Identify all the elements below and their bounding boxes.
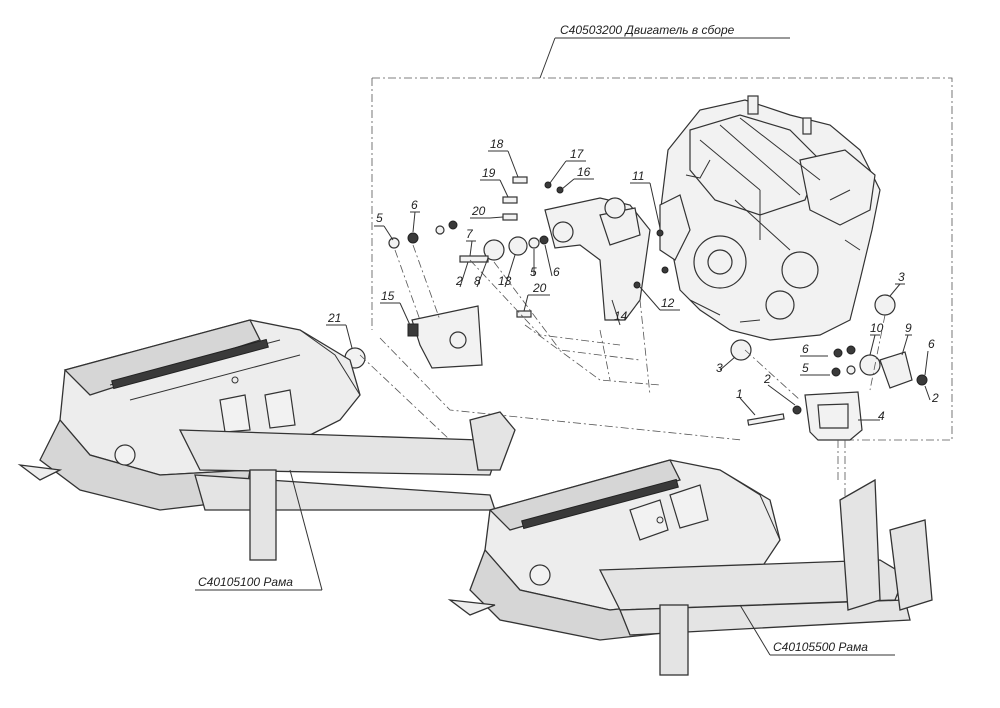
- frame-right-caption: C40105500 Рама: [739, 604, 895, 656]
- callout-2a: 2: [455, 261, 469, 288]
- left-mount-plate: [407, 305, 483, 369]
- svg-text:1: 1: [736, 387, 743, 401]
- callout-5b: 5: [530, 249, 537, 279]
- svg-text:9: 9: [905, 321, 912, 335]
- svg-text:8: 8: [474, 274, 481, 288]
- svg-text:6: 6: [802, 342, 809, 356]
- svg-text:20: 20: [532, 281, 547, 295]
- callout-6a: 6: [410, 198, 420, 233]
- svg-text:17: 17: [570, 147, 585, 161]
- callout-6b: 6: [544, 244, 560, 279]
- svg-text:2: 2: [931, 391, 939, 405]
- svg-text:16: 16: [577, 165, 591, 179]
- callout-21: 21: [326, 311, 353, 349]
- callout-20a: 20: [470, 204, 504, 219]
- callout-2b: 2: [763, 372, 796, 406]
- svg-text:11: 11: [632, 169, 644, 183]
- svg-text:13: 13: [498, 274, 512, 288]
- callout-6d: 6: [924, 337, 935, 376]
- callout-5c: 5: [800, 361, 830, 376]
- callout-18: 18: [488, 137, 519, 178]
- svg-text:2: 2: [763, 372, 771, 386]
- svg-text:6: 6: [411, 198, 418, 212]
- svg-text:19: 19: [482, 166, 496, 180]
- svg-text:15: 15: [381, 289, 395, 303]
- callout-14: 14: [611, 299, 628, 326]
- svg-text:6: 6: [928, 337, 935, 351]
- svg-text:3: 3: [716, 361, 723, 375]
- callout-15: 15: [380, 289, 411, 326]
- svg-text:5: 5: [802, 361, 809, 375]
- callout-3b: 3: [716, 356, 736, 375]
- frame-left-caption: C40105100 Рама: [195, 469, 323, 591]
- callout-6c: 6: [800, 342, 828, 357]
- hardware-parts: [314, 176, 928, 426]
- svg-text:14: 14: [614, 309, 628, 323]
- frame-right-label: C40105500 Рама: [773, 640, 868, 654]
- callout-10: 10: [869, 321, 884, 356]
- callout-11: 11: [630, 169, 661, 229]
- svg-text:21: 21: [327, 311, 341, 325]
- frame-left-label: C40105100 Рама: [198, 575, 293, 589]
- svg-text:2: 2: [455, 274, 463, 288]
- svg-text:7: 7: [466, 227, 474, 241]
- callout-1: 1: [736, 387, 756, 416]
- assembly-boundary: [371, 77, 953, 441]
- svg-text:3: 3: [898, 270, 905, 284]
- callout-20b: 20: [523, 281, 550, 312]
- assembly-title: C40503200 Двигатель в сборе: [539, 23, 790, 79]
- callout-19: 19: [480, 166, 509, 198]
- callouts: 18 17 16 19 20 11 5 6 7 2 8 13 5 6 20 14…: [326, 137, 939, 423]
- svg-text:5: 5: [530, 265, 537, 279]
- callout-9: 9: [901, 321, 912, 356]
- svg-text:12: 12: [661, 296, 675, 310]
- callout-13: 13: [498, 254, 516, 288]
- callout-3a: 3: [889, 270, 905, 297]
- svg-text:4: 4: [878, 409, 885, 423]
- callout-5a: 5: [374, 211, 394, 241]
- svg-text:18: 18: [490, 137, 504, 151]
- svg-text:20: 20: [471, 204, 486, 218]
- callout-17: 17: [549, 147, 586, 184]
- callout-8: 8: [474, 257, 489, 288]
- callout-2c: 2: [924, 385, 939, 405]
- engine-bracket: [544, 197, 651, 321]
- right-mount-bracket: [804, 391, 863, 441]
- frame-left: [17, 319, 516, 561]
- callout-16: 16: [561, 165, 594, 190]
- callout-12: 12: [639, 286, 680, 311]
- callout-7: 7: [466, 227, 476, 257]
- engine-block: [659, 95, 881, 341]
- svg-text:6: 6: [553, 265, 560, 279]
- assembly-label: C40503200 Двигатель в сборе: [560, 23, 735, 37]
- svg-text:10: 10: [870, 321, 884, 335]
- frame-right: [447, 459, 933, 676]
- callout-4: 4: [858, 409, 885, 423]
- svg-text:5: 5: [376, 211, 383, 225]
